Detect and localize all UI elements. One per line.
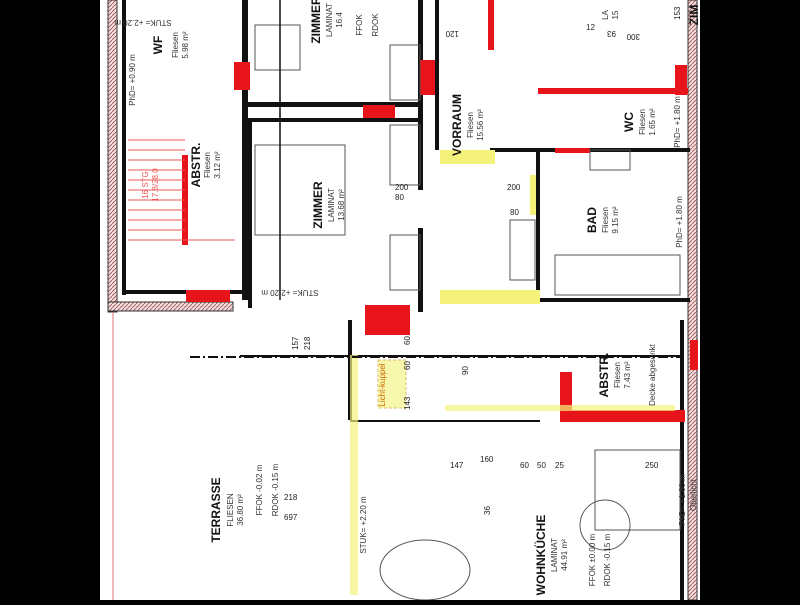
room-zimmer-right: ZIM LA 15: [601, 5, 701, 26]
room-bad: BAD Fliesen 9.15 m²: [585, 206, 620, 233]
svg-text:3.12 m²: 3.12 m²: [213, 151, 222, 178]
svg-text:FFOK ±0.00 m: FFOK ±0.00 m: [588, 533, 597, 586]
outer-wall-bottom: [107, 301, 234, 312]
svg-text:Licht-kuppel: Licht-kuppel: [378, 363, 387, 406]
svg-text:218: 218: [303, 336, 312, 350]
svg-text:WF: WF: [151, 36, 165, 55]
svg-text:RDOK -0.15 m: RDOK -0.15 m: [603, 533, 612, 586]
svg-text:5.98 m²: 5.98 m²: [181, 31, 190, 58]
svg-text:153: 153: [673, 6, 682, 20]
svg-text:PhD= +1.80 m: PhD= +1.80 m: [678, 474, 687, 526]
svg-text:120: 120: [445, 29, 459, 38]
svg-text:7.43 m²: 7.43 m²: [623, 361, 632, 388]
svg-text:80: 80: [510, 208, 519, 217]
svg-text:200: 200: [507, 183, 521, 192]
svg-text:15.56 m²: 15.56 m²: [476, 109, 485, 141]
notes: Licht-kuppel STUK= +2.20 m STUK= +2.20 m…: [114, 18, 698, 554]
svg-text:ZIM: ZIM: [687, 5, 700, 26]
svg-text:300: 300: [626, 32, 640, 41]
svg-text:ZIMMER: ZIMMER: [311, 181, 325, 229]
svg-text:WC: WC: [622, 112, 636, 132]
svg-text:Oberlicht: Oberlicht: [689, 478, 698, 511]
svg-text:60: 60: [403, 336, 412, 345]
floor-plan-drawing: WF Fliesen 5.98 m² ABSTR. Fliesen 3.12 m…: [107, 0, 701, 601]
svg-text:ABSTR.: ABSTR.: [597, 353, 611, 398]
new-walls: [182, 0, 698, 422]
svg-text:60: 60: [403, 361, 412, 370]
svg-text:Fliesen: Fliesen: [203, 152, 212, 178]
svg-text:PhD= +1.80 m: PhD= +1.80 m: [673, 96, 682, 148]
svg-text:FLIESEN: FLIESEN: [226, 493, 235, 527]
svg-text:143: 143: [403, 396, 412, 410]
svg-text:Fliesen: Fliesen: [466, 112, 475, 138]
svg-text:200: 200: [395, 183, 409, 192]
svg-text:15: 15: [611, 10, 620, 19]
floor-plan: WF Fliesen 5.98 m² ABSTR. Fliesen 3.12 m…: [100, 0, 701, 601]
svg-text:LAMINAT: LAMINAT: [327, 188, 336, 222]
svg-text:STUK= +2.20 m: STUK= +2.20 m: [359, 496, 368, 554]
room-wohnkueche: WOHNKÜCHE LAMINAT 44.91 m² FFOK ±0.00 m …: [533, 515, 612, 596]
svg-text:STUK= +2.20 m: STUK= +2.20 m: [261, 288, 319, 297]
svg-text:Fliesen: Fliesen: [171, 32, 180, 58]
svg-text:9.15 m²: 9.15 m²: [611, 206, 620, 233]
svg-text:697: 697: [284, 513, 298, 522]
openings: [350, 150, 675, 595]
svg-text:16 STG: 16 STG: [141, 171, 150, 199]
svg-text:13.68 m²: 13.68 m²: [337, 189, 346, 221]
svg-text:LAMINAT: LAMINAT: [325, 3, 334, 37]
svg-text:WOHNKÜCHE: WOHNKÜCHE: [533, 515, 548, 596]
svg-text:160: 160: [480, 455, 494, 464]
svg-text:90: 90: [461, 366, 470, 375]
stairs: [128, 139, 235, 241]
room-terrasse: TERRASSE FLIESEN 36.80 m² FFOK -0.02 m R…: [209, 463, 280, 542]
svg-text:Fliesen: Fliesen: [638, 109, 647, 135]
svg-text:RDOK: RDOK: [371, 13, 380, 37]
svg-text:44.91 m²: 44.91 m²: [560, 539, 569, 571]
svg-text:Fliesen: Fliesen: [601, 207, 610, 233]
svg-text:FFOK: FFOK: [355, 14, 364, 36]
svg-text:PhD= +0.90 m: PhD= +0.90 m: [128, 54, 137, 106]
svg-text:36.80 m²: 36.80 m²: [236, 494, 245, 526]
svg-text:LAMINAT: LAMINAT: [550, 538, 559, 572]
furniture: [254, 24, 681, 601]
svg-text:BAD: BAD: [585, 207, 599, 233]
room-abstr-large: ABSTR. Fliesen 7.43 m² Decke abgesenkt: [597, 343, 657, 406]
room-wc: WC Fliesen 1.65 m²: [622, 108, 657, 135]
room-zimmer-top: ZIMMER LAMINAT 16.4 FFOK RDOK: [309, 0, 380, 44]
svg-text:FFOK -0.02 m: FFOK -0.02 m: [255, 464, 264, 515]
svg-text:36: 36: [483, 506, 492, 515]
svg-text:ABSTR.: ABSTR.: [189, 143, 203, 188]
room-wf: WF Fliesen 5.98 m²: [151, 31, 190, 58]
svg-text:80: 80: [395, 193, 404, 202]
dimensions: 120 12 93 153 300 80 200 200 80 157 218 …: [284, 6, 682, 522]
svg-text:LA: LA: [601, 9, 610, 19]
svg-text:VORRAUM: VORRAUM: [450, 94, 464, 156]
svg-text:Decke abgesenkt: Decke abgesenkt: [648, 343, 657, 406]
svg-text:60: 60: [520, 461, 529, 470]
svg-text:17.8/28.0: 17.8/28.0: [151, 168, 160, 202]
svg-text:TERRASSE: TERRASSE: [209, 477, 223, 542]
svg-text:STUK= +2.20 m: STUK= +2.20 m: [114, 18, 172, 27]
svg-text:218: 218: [284, 493, 298, 502]
svg-text:157: 157: [291, 336, 300, 350]
svg-text:1.65 m²: 1.65 m²: [648, 108, 657, 135]
svg-text:93: 93: [607, 29, 616, 38]
svg-text:25: 25: [555, 461, 564, 470]
svg-text:250: 250: [645, 461, 659, 470]
room-abstr-small: ABSTR. Fliesen 3.12 m²: [189, 143, 222, 188]
svg-text:12: 12: [586, 23, 595, 32]
svg-text:ZIMMER: ZIMMER: [309, 0, 323, 44]
svg-text:16.4: 16.4: [335, 12, 344, 28]
svg-text:RDOK -0.15 m: RDOK -0.15 m: [271, 463, 280, 516]
stairs-label: 16 STG 17.8/28.0: [141, 168, 160, 202]
outer-wall-left: [107, 0, 118, 313]
room-vorraum: VORRAUM Fliesen 15.56 m²: [450, 94, 485, 156]
svg-text:50: 50: [537, 461, 546, 470]
svg-text:Fliesen: Fliesen: [613, 362, 622, 388]
room-zimmer: ZIMMER LAMINAT 13.68 m²: [311, 181, 346, 229]
svg-text:PhD= +1.80 m: PhD= +1.80 m: [675, 196, 684, 248]
svg-text:147: 147: [450, 461, 464, 470]
